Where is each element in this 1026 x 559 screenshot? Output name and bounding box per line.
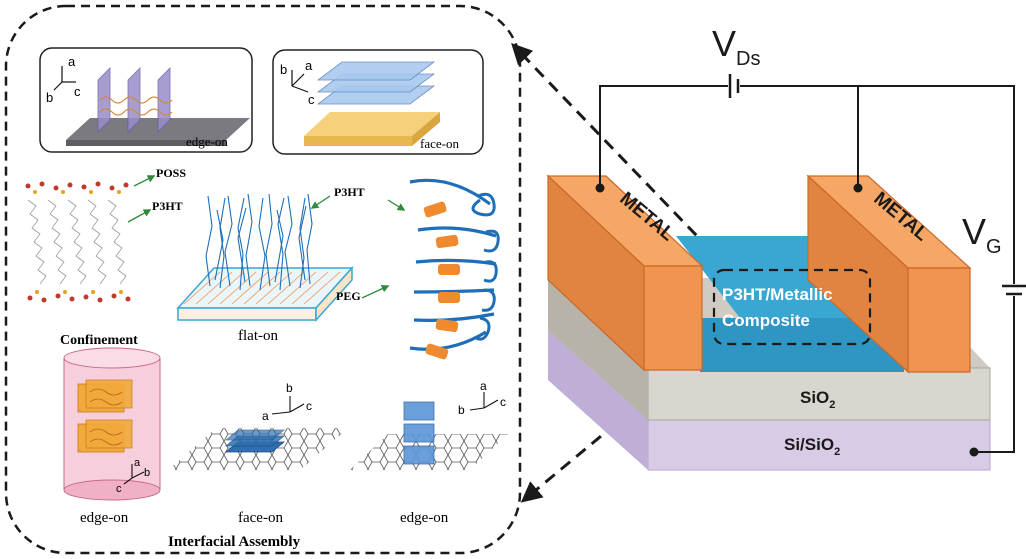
axis-label-a: a	[68, 54, 76, 69]
axis-label-b: b	[46, 90, 53, 105]
graphene-face-on: b a c	[168, 381, 348, 470]
channel-label-line1: P3HT/Metallic	[722, 285, 833, 304]
vds-battery-icon	[728, 74, 740, 98]
axis-label-b: b	[286, 381, 293, 395]
channel-front	[700, 318, 904, 372]
label-bottom-edge-on-1: edge-on	[80, 510, 129, 526]
axis-label-a: a	[134, 457, 141, 469]
axis-label-b: b	[280, 62, 287, 77]
channel-highlight-box	[712, 268, 872, 346]
sio2-side	[548, 278, 648, 420]
channel-label-line2: Composite	[722, 311, 810, 330]
circuit-wiring	[599, 85, 1015, 453]
axis-label-c: c	[500, 395, 506, 409]
substrate-label: Si/SiO2	[784, 435, 840, 458]
metal-left-front	[643, 265, 703, 371]
label-peg: PEG	[336, 289, 361, 303]
axis-label-c: c	[308, 92, 315, 107]
axis-label-c: c	[116, 483, 122, 495]
vds-label: VDs	[712, 23, 760, 70]
metal-right-front	[907, 267, 971, 373]
vg-label: VG	[962, 211, 1002, 258]
label-bottom-face-on: face-on	[238, 510, 283, 526]
axis-label-c: c	[74, 84, 81, 99]
label-bottom-edge-on-2: edge-on	[400, 510, 449, 526]
wire-contact-dots	[595, 183, 979, 457]
sio2-label: SiO2	[800, 388, 835, 411]
label-p3ht-flat-on: P3HT	[334, 185, 365, 199]
box-label-face-on: face-on	[420, 136, 459, 151]
axis-label-c: c	[306, 399, 312, 413]
label-p3ht-confinement: P3HT	[152, 199, 183, 213]
graphene-edge-on: a b c	[350, 379, 508, 470]
edge-on-schematic-box: a b c edge-on	[39, 47, 253, 153]
face-on-schematic-box: b a c face-on	[272, 49, 484, 155]
label-flat-on: flat-on	[238, 328, 278, 344]
axis-triad-icon	[53, 66, 76, 91]
axis-label-b: b	[144, 467, 150, 479]
label-confinement: Confinement	[60, 333, 138, 348]
box-label-edge-on: edge-on	[186, 134, 228, 149]
inset-dashed-border	[4, 4, 522, 555]
axis-label-a: a	[480, 379, 487, 393]
axis-label-b: b	[458, 403, 465, 417]
flat-on-block	[176, 193, 354, 322]
label-poss: POSS	[156, 166, 186, 180]
confinement-structure-image	[22, 181, 132, 308]
fet-device: METAL METAL P3HT/Metallic Composite SiO2…	[546, 174, 991, 471]
axis-label-a: a	[305, 58, 313, 73]
substrate-side	[548, 330, 648, 470]
cylinder-edge-on: a b c	[63, 347, 161, 501]
label-interfacial-assembly: Interfacial Assembly	[168, 534, 301, 550]
axis-label-a: a	[262, 409, 269, 423]
inset-panel: a b c edge-on b a c face-on	[4, 4, 522, 555]
p3ht-peg-curved-assembly	[409, 178, 500, 360]
vg-battery-icon	[1002, 284, 1026, 296]
pointer-arrow-top	[511, 42, 726, 266]
